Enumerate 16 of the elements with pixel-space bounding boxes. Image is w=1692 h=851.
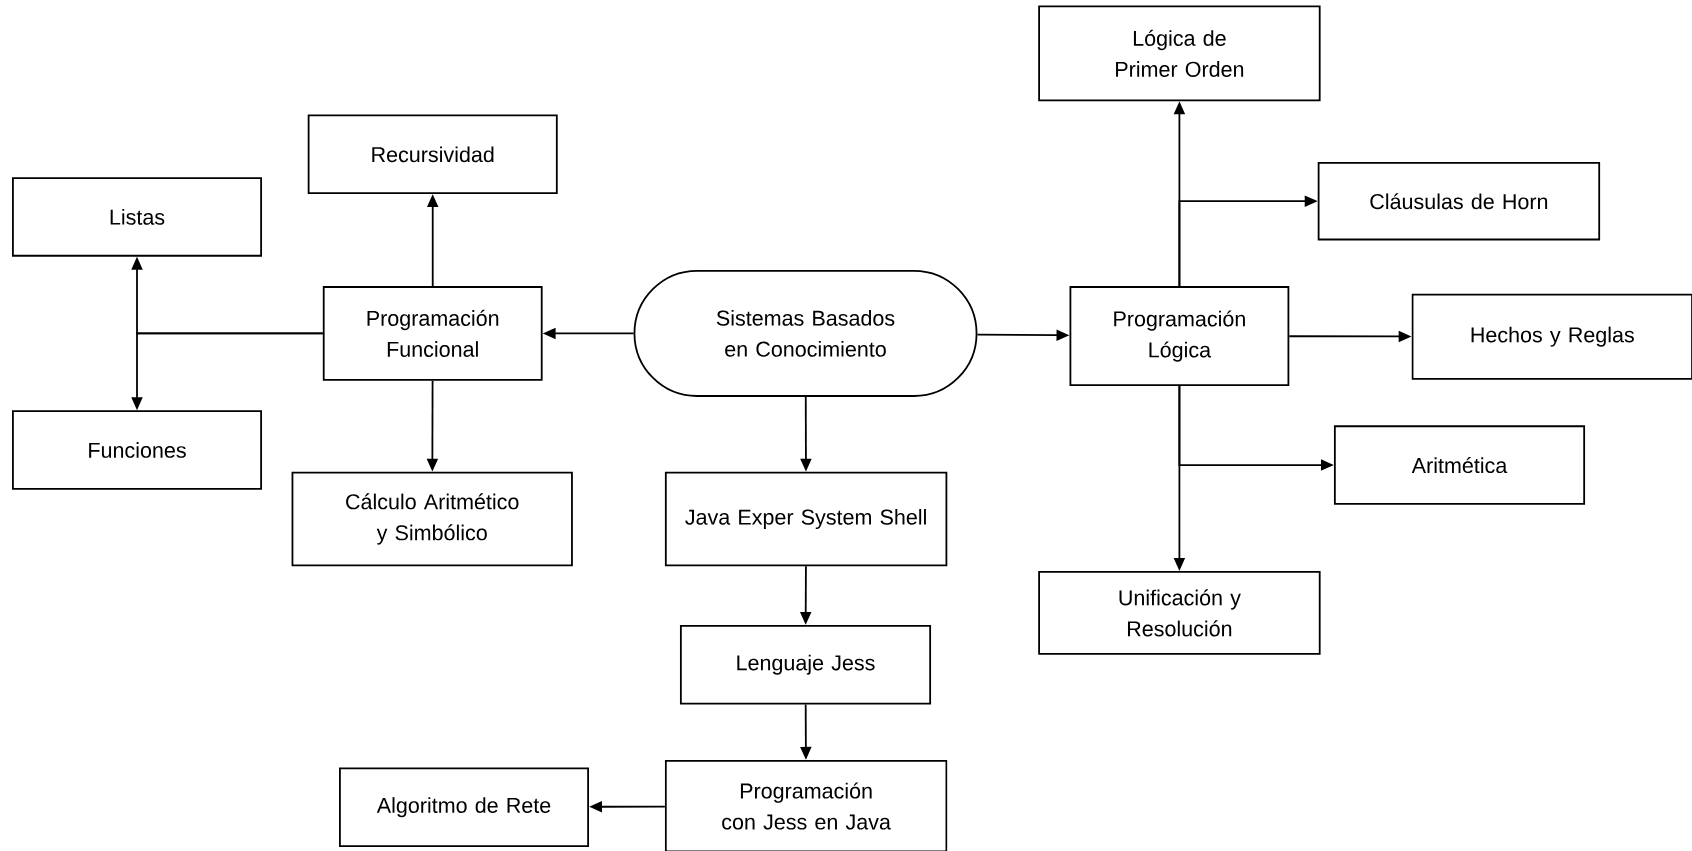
process-box: Listas bbox=[12, 177, 262, 257]
process-box: Algoritmo de Rete bbox=[339, 767, 589, 847]
process-box: Lenguaje Jess bbox=[679, 624, 932, 705]
process-box: Recursividad bbox=[307, 114, 558, 195]
process-box: Aritmética bbox=[1333, 425, 1586, 505]
process-box: Lógica de Primer Orden bbox=[1038, 5, 1321, 102]
process-box: Programación Funcional bbox=[322, 286, 543, 381]
terminal-box: Sistemas Basados en Conocimiento bbox=[633, 269, 978, 397]
process-box: Programación con Jess en Java bbox=[664, 759, 948, 851]
process-box: Funciones bbox=[12, 410, 262, 490]
process-box: Hechos y Reglas bbox=[1411, 293, 1692, 380]
process-box: Unificación y Resolución bbox=[1038, 571, 1321, 655]
process-box: Cláusulas de Horn bbox=[1317, 162, 1601, 241]
process-box: Programación Lógica bbox=[1069, 286, 1290, 387]
process-box: Cálculo Aritmético y Simbólico bbox=[291, 471, 573, 567]
process-box: Java Exper System Shell bbox=[664, 471, 948, 567]
